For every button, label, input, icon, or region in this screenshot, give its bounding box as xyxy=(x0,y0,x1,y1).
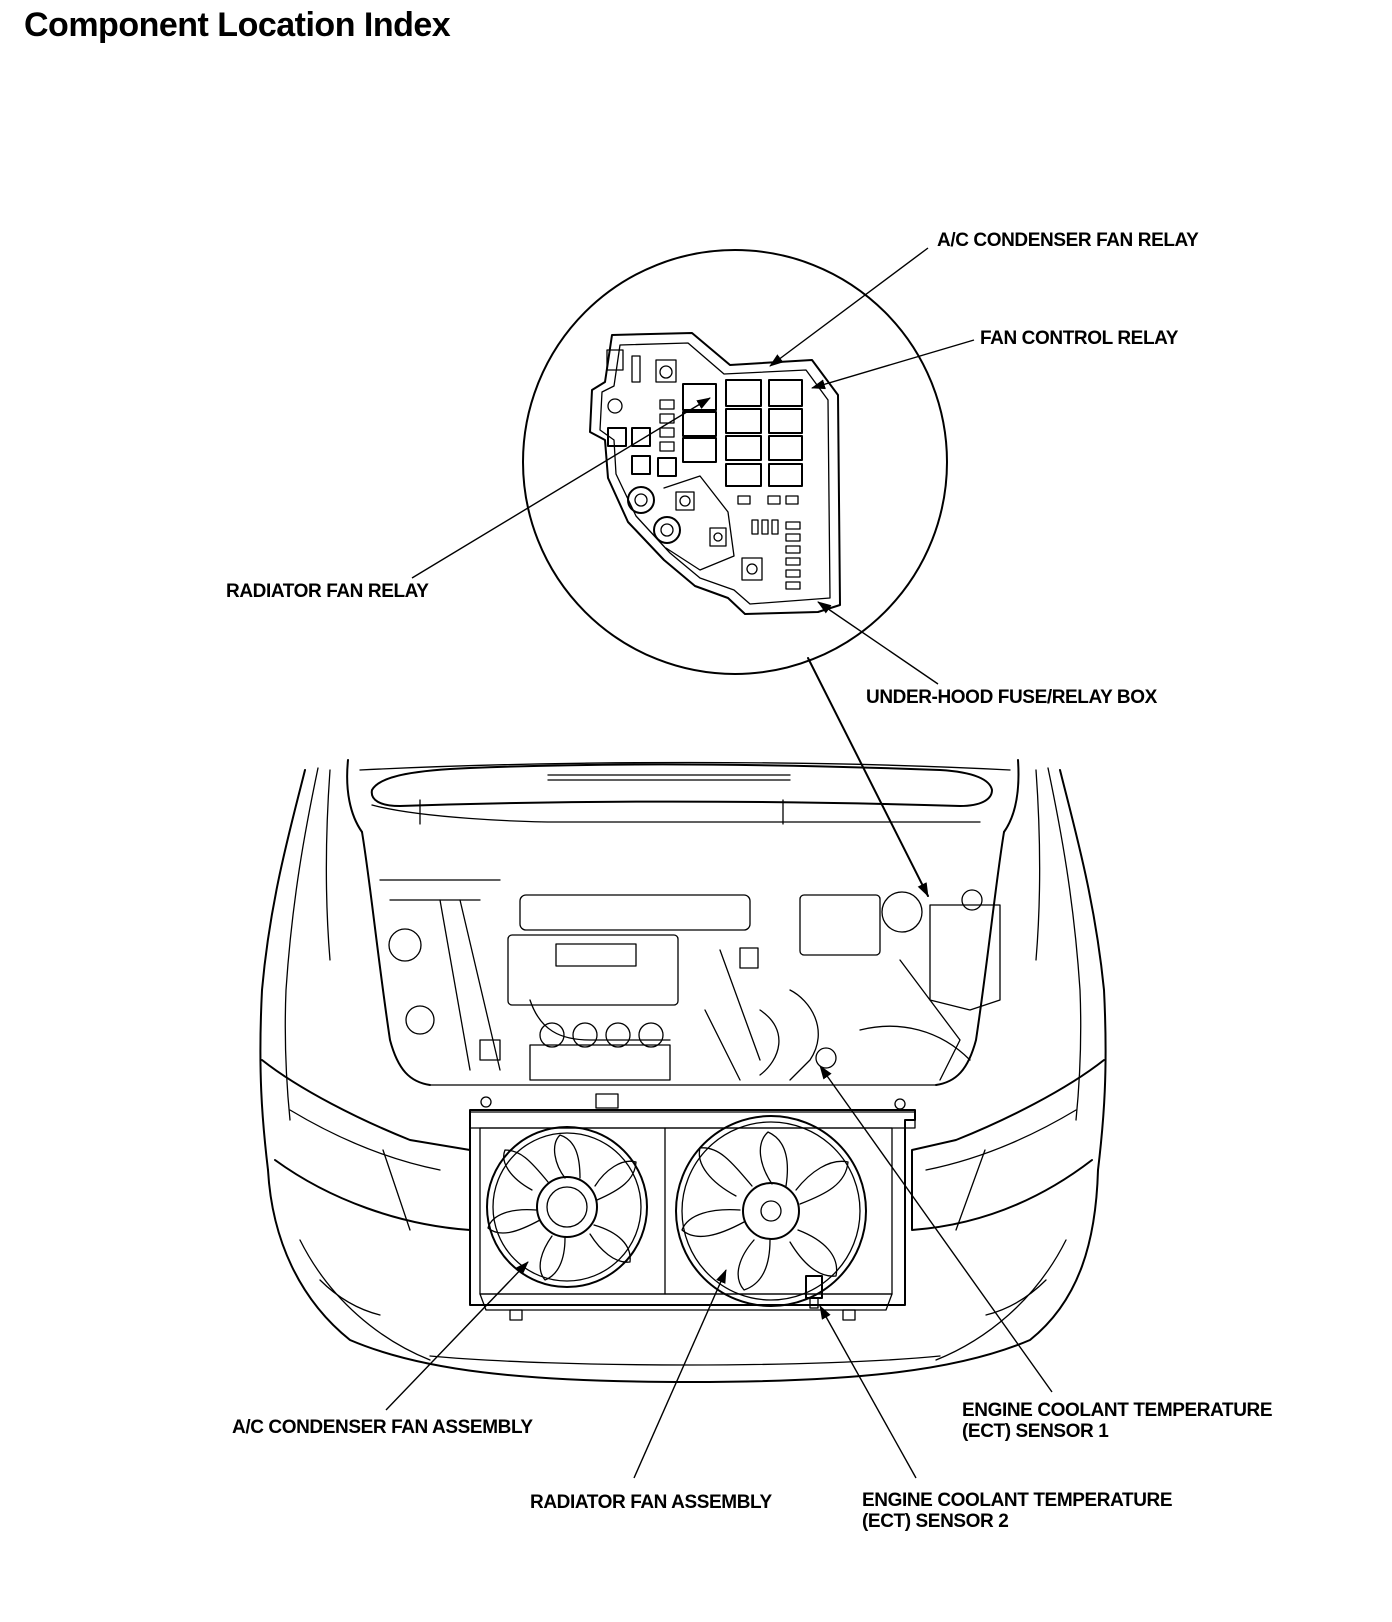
label-ect-sensor-2-line2: (ECT) SENSOR 2 xyxy=(862,1511,1009,1532)
label-ect-sensor-2: ENGINE COOLANT TEMPERATURE (ECT) SENSOR … xyxy=(862,1490,1173,1532)
page-title: Component Location Index xyxy=(24,6,451,44)
label-radiator-fan-assembly: RADIATOR FAN ASSEMBLY xyxy=(530,1492,772,1513)
ect-sensor-2-part xyxy=(805,1275,823,1309)
label-ac-condenser-fan-assembly: A/C CONDENSER FAN ASSEMBLY xyxy=(232,1417,533,1438)
radiator-fan xyxy=(675,1115,867,1307)
label-ect-sensor-1-line2: (ECT) SENSOR 1 xyxy=(962,1421,1109,1442)
ac-condenser-fan xyxy=(486,1126,648,1288)
label-under-hood-fuse-relay-box: UNDER-HOOD FUSE/RELAY BOX xyxy=(866,687,1157,708)
label-fan-control-relay: FAN CONTROL RELAY xyxy=(980,328,1178,349)
leader-lines xyxy=(385,247,1053,1479)
radiator-assembly xyxy=(469,1093,916,1321)
car-front-illustration xyxy=(259,759,1107,1383)
detail-magnifier-circle xyxy=(522,249,948,675)
label-ac-condenser-fan-relay: A/C CONDENSER FAN RELAY xyxy=(937,230,1199,251)
fuse-relay-box-illustration xyxy=(589,332,841,615)
label-ect-sensor-1-line1: ENGINE COOLANT TEMPERATURE xyxy=(962,1400,1273,1421)
label-radiator-fan-relay: RADIATOR FAN RELAY xyxy=(226,581,429,602)
label-ect-sensor-2-line1: ENGINE COOLANT TEMPERATURE xyxy=(862,1490,1173,1511)
label-ect-sensor-1: ENGINE COOLANT TEMPERATURE (ECT) SENSOR … xyxy=(962,1400,1273,1442)
